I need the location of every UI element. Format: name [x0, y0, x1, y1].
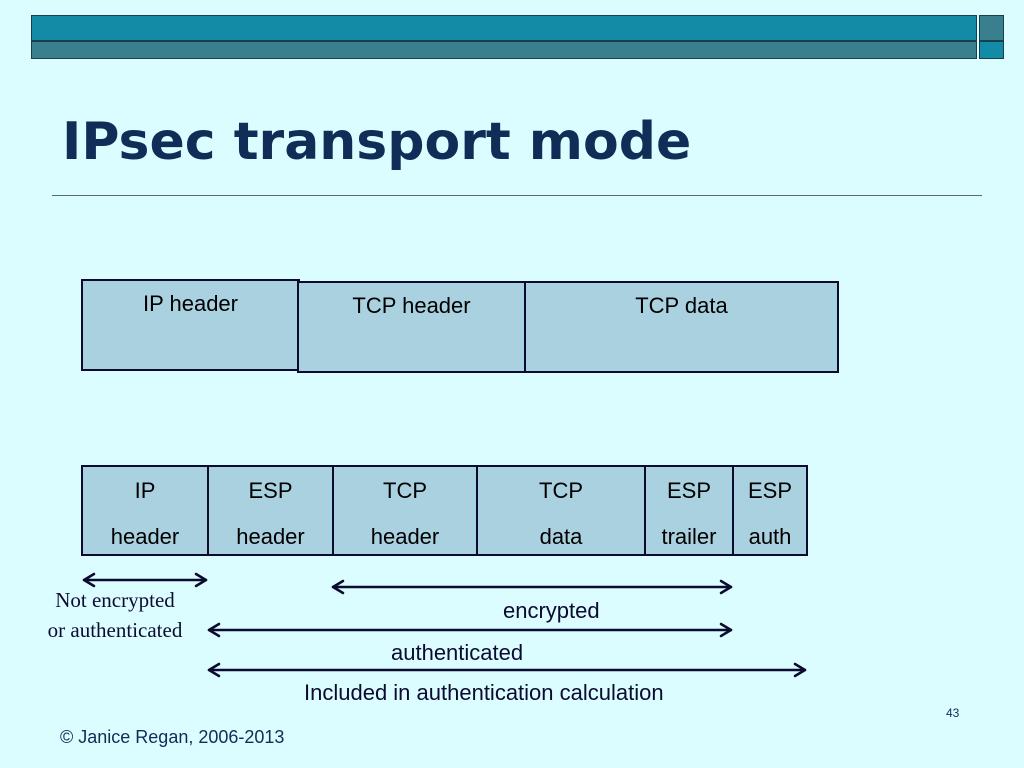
field-top: ESP	[747, 478, 793, 503]
field-top: TCP	[383, 478, 427, 503]
field-top: ESP	[248, 478, 293, 503]
page-number: 43	[946, 706, 960, 720]
slide-title: IPsec transport mode	[62, 112, 692, 172]
ip-header-label: IP header	[142, 291, 238, 316]
esp-field-ip-header: IP header	[81, 465, 209, 556]
header-corner-top	[979, 15, 1004, 41]
field-bottom: trailer	[661, 524, 717, 549]
field-bottom: header	[370, 524, 440, 549]
header-bar-bottom	[31, 41, 977, 59]
included-label: Included in authentication calculation	[304, 680, 664, 705]
copyright: © Janice Regan, 2006-2013	[60, 727, 285, 747]
field-bottom: data	[539, 524, 583, 549]
title-divider	[52, 195, 982, 196]
field-top: IP	[134, 478, 156, 503]
field-bottom: header	[236, 524, 305, 549]
authenticated-label: authenticated	[391, 640, 524, 665]
not-encrypted-label: Not encrypted or authenticated	[30, 585, 200, 645]
tcp-data-label: TCP data	[635, 293, 728, 318]
tcp-data-field: TCP data	[524, 281, 839, 373]
header-corner-bottom	[979, 41, 1004, 59]
tcp-header-label: TCP header	[352, 293, 471, 318]
not-encrypted-line2: or authenticated	[47, 618, 183, 642]
esp-field-esp-auth: ESP auth	[732, 465, 808, 556]
ip-header-field: IP header	[81, 279, 300, 371]
field-bottom: auth	[748, 524, 792, 549]
esp-field-esp-header: ESP header	[207, 465, 334, 556]
not-encrypted-arrow	[82, 572, 208, 588]
included-arrow	[207, 662, 807, 678]
not-encrypted-line1: Not encrypted	[55, 588, 175, 612]
field-top: TCP	[539, 478, 583, 503]
header-bar-top	[31, 15, 977, 41]
encrypted-arrow	[331, 579, 733, 595]
authenticated-arrow	[207, 622, 733, 638]
esp-field-tcp-header: TCP header	[332, 465, 478, 556]
field-top: ESP	[666, 478, 712, 503]
field-bottom: header	[110, 524, 180, 549]
encrypted-label: encrypted	[503, 598, 600, 623]
esp-field-tcp-data: TCP data	[476, 465, 646, 556]
